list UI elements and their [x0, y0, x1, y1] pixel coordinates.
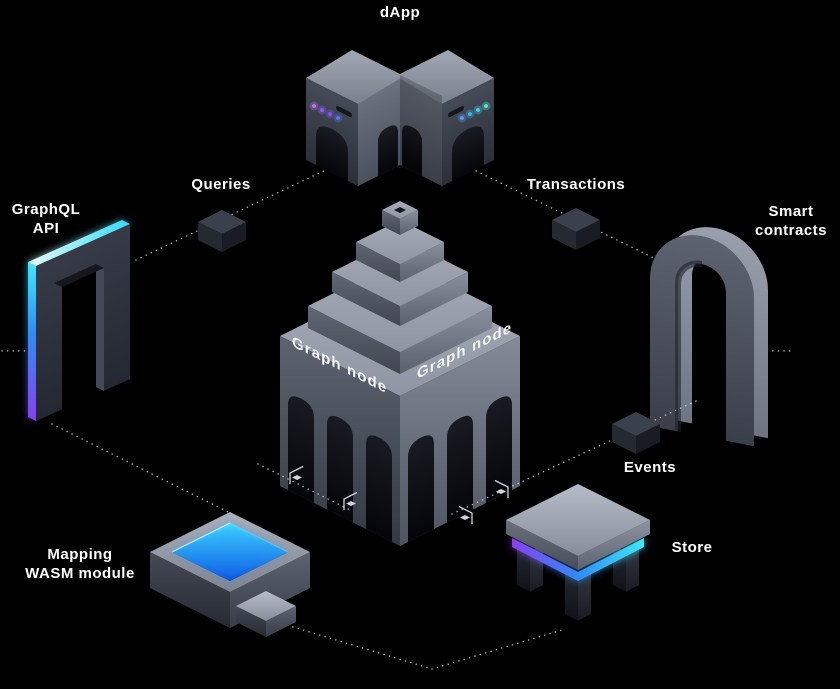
mapping-label-line1: Mapping: [47, 546, 113, 563]
led-lights-icon-left: [309, 101, 343, 123]
mapping-label-line2: WASM module: [25, 565, 135, 582]
graph-node-structure: [280, 201, 520, 546]
connection-dotted-lines-front: [257, 400, 697, 515]
transactions-cube: [552, 208, 600, 250]
graphql-api-label-line1: GraphQL: [11, 201, 81, 218]
mapping-wasm-structure: [150, 512, 310, 637]
events-label: Events: [623, 459, 677, 476]
dapp-structure: [306, 50, 494, 186]
smart-contracts-structure: [650, 227, 768, 447]
connector-bracket-icons: [289, 465, 509, 524]
link-bracket-icon: [458, 505, 473, 524]
dapp-label: dApp: [379, 4, 421, 21]
mapping-drawer: [236, 591, 296, 637]
smart-contracts-label-line2: contracts: [754, 222, 828, 239]
smart-contracts-label-line1: Smart: [768, 203, 814, 220]
transactions-label: Transactions: [526, 176, 626, 193]
store-structure: [506, 484, 650, 621]
store-label: Store: [671, 539, 713, 556]
link-bracket-icon: [343, 491, 358, 510]
link-bracket-icon: [494, 479, 509, 498]
smart-contracts-label: Smart contracts: [742, 202, 840, 240]
led-lights-icon-right: [457, 101, 491, 123]
queries-cube: [198, 210, 246, 252]
graphql-api-label-line2: API: [32, 220, 60, 237]
events-cube: [612, 412, 660, 454]
queries-label: Queries: [191, 176, 251, 193]
link-bracket-icon: [289, 465, 304, 484]
graphql-api-label: GraphQL API: [0, 200, 92, 238]
graphql-api-structure: [28, 220, 130, 421]
